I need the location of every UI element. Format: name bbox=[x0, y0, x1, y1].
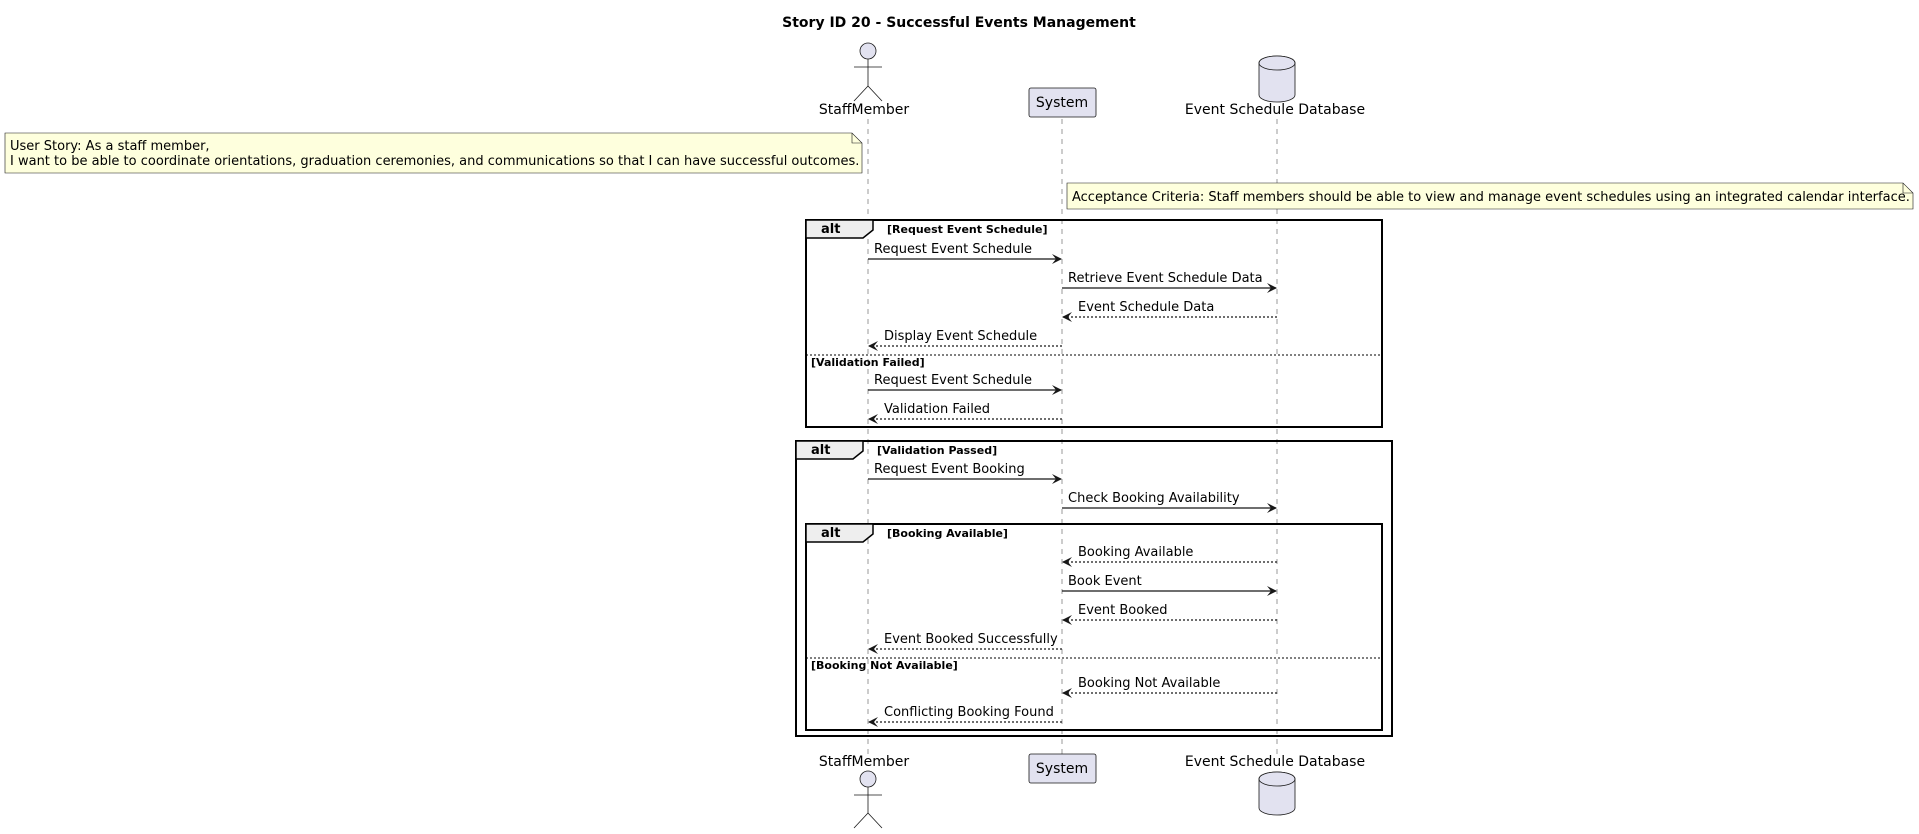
message-4: Display Event Schedule bbox=[868, 329, 1062, 351]
message-10: Book Event bbox=[1062, 574, 1277, 596]
actor-head-icon bbox=[859, 770, 877, 788]
message-label: Conflicting Booking Found bbox=[884, 705, 1054, 720]
note-acceptance-criteria: Acceptance Criteria: Staff members shoul… bbox=[1066, 182, 1914, 210]
message-label: Request Event Schedule bbox=[874, 373, 1032, 388]
participant-staff-label-bottom: StaffMember bbox=[819, 754, 909, 770]
fragment-alt-booking-available: alt [Booking Available] [Booking Not Ava… bbox=[805, 523, 1383, 731]
message-1: Request Event Schedule bbox=[868, 242, 1062, 264]
message-14: Conflicting Booking Found bbox=[868, 705, 1062, 727]
fragment-guard: [Request Event Schedule] bbox=[887, 223, 1048, 236]
message-6: Validation Failed bbox=[868, 402, 1062, 424]
message-label: Retrieve Event Schedule Data bbox=[1068, 271, 1263, 286]
fragment-guard: [Validation Passed] bbox=[877, 444, 997, 457]
message-3: Event Schedule Data bbox=[1062, 300, 1277, 322]
message-label: Event Booked bbox=[1078, 603, 1168, 618]
message-8: Check Booking Availability bbox=[1062, 491, 1277, 513]
message-9: Booking Available bbox=[1062, 545, 1277, 567]
message-7: Request Event Booking bbox=[868, 462, 1062, 484]
participant-db-label-bottom: Event Schedule Database bbox=[1185, 754, 1365, 770]
fragment-guard: [Validation Failed] bbox=[811, 356, 925, 369]
fragment-label: alt bbox=[821, 526, 840, 541]
message-12: Event Booked Successfully bbox=[868, 632, 1062, 654]
message-label: Event Schedule Data bbox=[1078, 300, 1214, 315]
message-label: Validation Failed bbox=[884, 402, 990, 417]
fragment-label: alt bbox=[811, 443, 830, 458]
actor-staff-top: StaffMember bbox=[819, 42, 909, 118]
message-label: Request Event Schedule bbox=[874, 242, 1032, 257]
fragment-label: alt bbox=[821, 222, 840, 237]
participant-system-bottom: System bbox=[1028, 753, 1097, 784]
message-label: Display Event Schedule bbox=[884, 329, 1037, 344]
diagram-title: Story ID 20 - Successful Events Manageme… bbox=[782, 15, 1136, 31]
message-label: Booking Not Available bbox=[1078, 676, 1220, 691]
message-11: Event Booked bbox=[1062, 603, 1277, 625]
participant-system-label-bottom: System bbox=[1036, 761, 1088, 777]
message-label: Event Booked Successfully bbox=[884, 632, 1058, 647]
actor-head-icon bbox=[859, 42, 877, 60]
participant-db-label: Event Schedule Database bbox=[1185, 102, 1365, 118]
message-label: Booking Available bbox=[1078, 545, 1193, 560]
database-db-bottom: Event Schedule Database bbox=[1185, 754, 1365, 816]
message-label: Book Event bbox=[1068, 574, 1142, 589]
participant-staff-label: StaffMember bbox=[819, 102, 909, 118]
participant-system-label: System bbox=[1036, 95, 1088, 111]
database-db-top: Event Schedule Database bbox=[1185, 55, 1365, 118]
actor-staff-bottom: StaffMember bbox=[819, 754, 909, 829]
message-5: Request Event Schedule bbox=[868, 373, 1062, 395]
message-label: Request Event Booking bbox=[874, 462, 1025, 477]
fragment-alt-request-schedule: alt [Request Event Schedule] [Validation… bbox=[805, 219, 1383, 428]
fragment-alt-validation-passed: alt [Validation Passed] bbox=[795, 440, 1393, 737]
fragment-guard: [Booking Not Available] bbox=[811, 659, 958, 672]
note-user-story-line2: I want to be able to coordinate orientat… bbox=[10, 154, 859, 169]
note-user-story-line1: User Story: As a staff member, bbox=[10, 139, 210, 154]
message-13: Booking Not Available bbox=[1062, 676, 1277, 698]
message-2: Retrieve Event Schedule Data bbox=[1062, 271, 1277, 293]
fragment-guard: [Booking Available] bbox=[887, 527, 1008, 540]
note-user-story: User Story: As a staff member, I want to… bbox=[4, 132, 863, 174]
note-acceptance-text: Acceptance Criteria: Staff members shoul… bbox=[1072, 190, 1910, 205]
participant-system-top: System bbox=[1028, 87, 1097, 118]
message-label: Check Booking Availability bbox=[1068, 491, 1240, 506]
